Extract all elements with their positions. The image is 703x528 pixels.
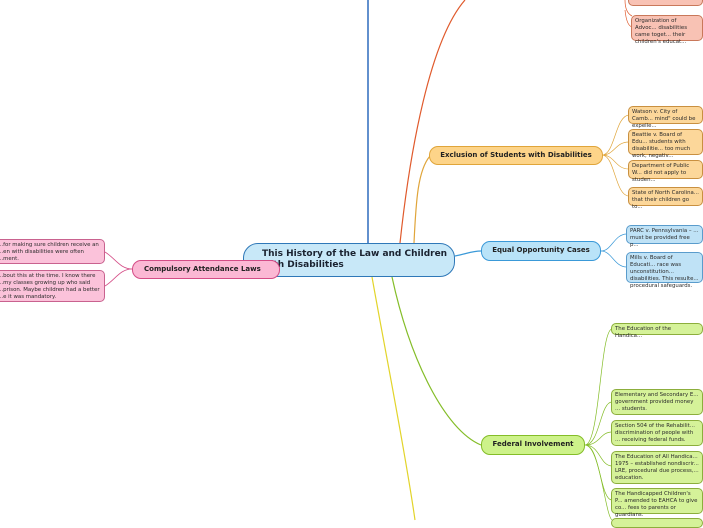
note-exclusion-department[interactable]: Department of Public W... did not apply …: [628, 160, 703, 183]
note-exclusion-watson[interactable]: Watson v. City of Camb... mind" could be…: [628, 106, 703, 129]
note-federal-protection[interactable]: The Handicapped Children's P... amended …: [611, 488, 703, 518]
note-equal-mills[interactable]: Mills v. Board of Educati... race was un…: [626, 252, 703, 289]
note-federal-cutoff[interactable]: [611, 518, 703, 528]
note-advocacy-partial[interactable]: [628, 0, 703, 6]
topic-federal-involvement[interactable]: Federal Involvement: [481, 435, 585, 455]
central-topic[interactable]: This History of the Law and Children wit…: [243, 243, 455, 277]
note-exclusion-beattie[interactable]: Beattie v. Board of Edu... students with…: [628, 129, 703, 159]
topic-compulsory-attendance[interactable]: Compulsory Attendance Laws: [132, 260, 280, 279]
note-federal-section-504[interactable]: Section 504 of the Rehabilit... discrimi…: [611, 420, 703, 446]
note-compulsory-1[interactable]: ...for making sure children receive an .…: [0, 239, 105, 264]
note-federal-handicapped[interactable]: The Education of the Handica...: [611, 323, 703, 339]
note-equal-parc[interactable]: PARC v. Pennsylvania – ... must be provi…: [626, 225, 703, 248]
note-federal-eahca[interactable]: The Education of All Handica... 1975 – e…: [611, 451, 703, 484]
note-compulsory-2[interactable]: ...bout this at the time. I know there .…: [0, 270, 105, 302]
note-exclusion-north-carolina[interactable]: State of North Carolina... that their ch…: [628, 187, 703, 210]
note-federal-elementary[interactable]: Elementary and Secondary E... government…: [611, 389, 703, 415]
topic-exclusion[interactable]: Exclusion of Students with Disabilities: [429, 146, 603, 165]
topic-equal-opportunity[interactable]: Equal Opportunity Cases: [481, 241, 601, 261]
note-advocacy-organization[interactable]: Organization of Advoc... disabilities ca…: [631, 15, 703, 45]
